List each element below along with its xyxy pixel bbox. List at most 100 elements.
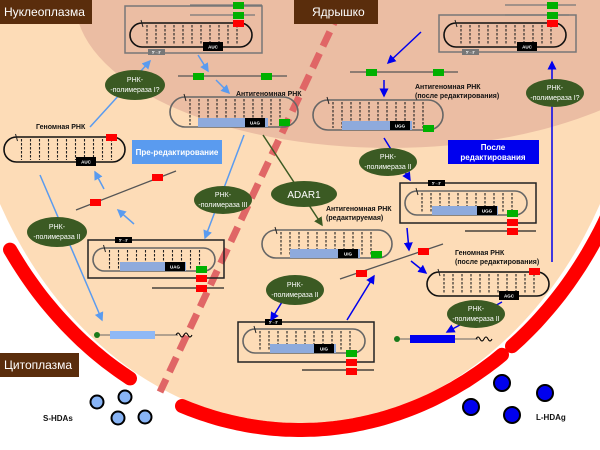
enzyme-rnap2-lower: РНК- -полимераза II [266,275,324,305]
enzyme-label: РНК- [215,192,232,199]
membrane-segment [3,242,137,386]
red-marker [106,134,117,141]
green-marker [507,210,518,217]
antigenomic-edited-label: Антигеномная РНК [326,206,392,213]
arrow [270,301,283,322]
enzyme-label: РНК- [287,282,304,289]
l-hdag-particle [493,374,511,392]
transcription-frame [399,182,537,224]
enzyme-label: -полимераза II [364,164,411,171]
l-hdag-label: L-HDAg [536,413,566,422]
codon-label: AUC [81,160,91,165]
direction-box [265,319,282,325]
arrow [94,170,105,190]
nucleolus-label: Ядрышко [312,5,365,19]
s-hdag-particle [117,389,133,405]
rna-end-mark [274,226,278,235]
rna-backbone [426,271,550,297]
s-hdag-particle [137,409,153,425]
arrow [403,227,413,252]
nucleolus-boundary-dashed [156,8,344,394]
enzyme-label: -полимераза II [452,316,499,323]
rna-end-mark [103,244,106,253]
arrow [39,174,104,322]
red-marker [529,268,540,275]
orf-region [120,262,186,271]
enzyme-label: -полимераза II [33,234,80,241]
red-marker [196,285,207,292]
enzyme-rnap2-right: РНК- -полимераза II [447,300,505,328]
codon-label: AUC [522,45,532,50]
orf-region [198,118,268,127]
codon-box [499,291,519,300]
codon-label: UAG [250,121,260,126]
codon-box [338,249,358,258]
antigenomic-rna: UAG [169,93,299,128]
enzyme-rnap1-right: РНК- -полимераза I? [526,79,584,107]
l-hdag-mrna [394,335,493,343]
enzyme-label: РНК- [380,154,397,161]
cytoplasm-label-box: Цитоплазма [0,353,79,377]
s-hdag-particles [89,389,153,426]
green-marker [547,2,558,9]
l-hdag-particle [536,384,554,402]
poly-a-tail-icon [475,336,493,342]
rna-backbone [169,96,299,128]
codon-label: AUC [208,45,218,50]
genomic-after-label: Геномная РНК [455,250,505,257]
s-hdag-label: S-HDAs [43,414,73,423]
arrow [215,79,231,95]
codon-label: UIG [320,347,329,352]
coding-region [110,331,155,339]
red-marker [346,368,357,375]
direction-label: 5'→3' [466,51,475,55]
direction-box [462,49,479,55]
nucleoplasm-label-box: Нуклеоплазма [0,0,92,24]
codon-box [165,262,185,271]
nucleoplasm-label: Нуклеоплазма [4,5,85,19]
enzyme-rnap1-top-left: РНК- -полимераза I? [105,70,165,100]
rna-end-mark [253,325,257,334]
nuclear-membrane [3,215,600,437]
codon-label: UGG [395,124,406,129]
codon-box [76,157,96,166]
orf-region [342,121,412,130]
arrow [116,209,135,225]
codon-label: UAG [170,265,180,270]
post-editing-label: редактирования [460,153,525,162]
red-marker [152,174,163,181]
rna-structures: AUC5'→3'UAGAUCUAG5'→3'UIGUIG5'→3'UGG5'→3… [3,2,577,375]
l-hdag-particles [462,374,554,424]
rna-end-mark [140,19,144,28]
green-marker [196,266,207,273]
membrane-segment [505,215,600,354]
direction-box [148,49,165,55]
direction-tag: 5'→3' [115,237,132,243]
green-marker [423,125,434,132]
red-marker [233,20,244,27]
green-marker [233,2,244,9]
cytoplasm-label: Цитоплазма [4,358,72,372]
green-marker [547,12,558,19]
arrow [386,31,422,65]
arrow [410,260,428,274]
enzyme-rnap2-middle: РНК- -полимераза II [359,148,417,176]
green-marker [233,12,244,19]
antigenomic-after-label: (после редактирования) [415,93,499,100]
direction-box [428,180,445,186]
coding-region [410,335,455,343]
enzyme-label: -полимераза III [198,202,247,209]
pre-editing-label: Пре-редактирование [136,148,219,157]
codon-box [517,42,537,51]
codon-box [314,344,334,353]
antigenomic-rna-after-editing: UGG [312,96,444,131]
arrow [197,54,209,73]
genomic-after-label: (после редактирования) [455,259,539,266]
cap-icon [394,336,400,342]
rna-end-mark [326,96,330,105]
codon-label: AGC [504,294,515,299]
enzyme-rnap2-left: РНК- -полимераза II [27,217,87,247]
enzyme-label: -полимераза II [271,292,318,299]
genomic-rna-template-edited: AUC [443,19,567,51]
